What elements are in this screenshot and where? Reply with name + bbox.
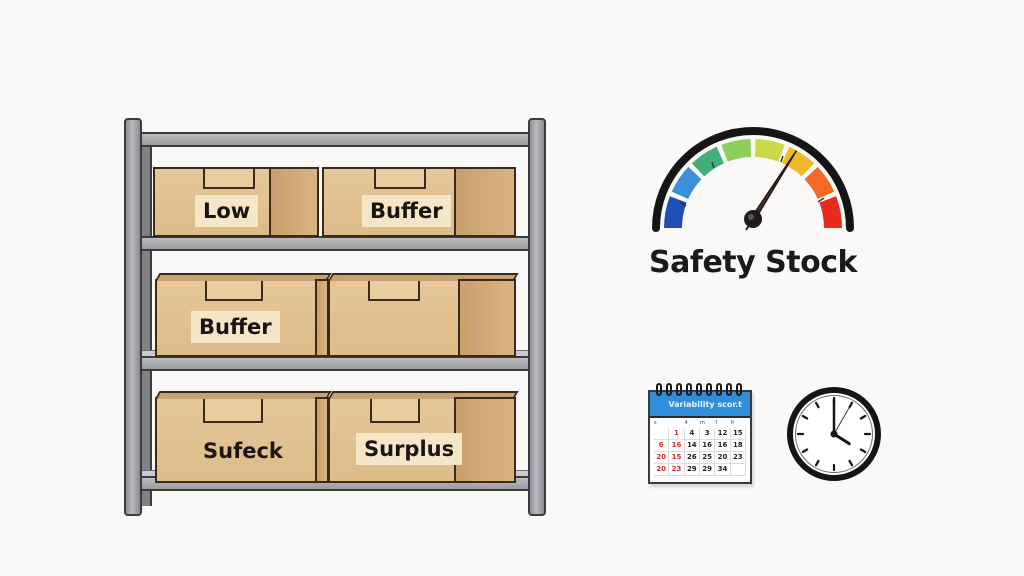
calendar-day: 4 [684,428,700,440]
calendar-day: 20 [654,464,670,476]
box-label [370,311,386,319]
shelf-rail-1 [138,236,534,251]
calendar-day: 12 [715,428,731,440]
box-handle-tab [203,169,255,189]
weekday-label: m [699,420,705,426]
spiral-ring [656,383,662,396]
weekday-label: f [715,420,718,426]
calendar-day: 16 [699,440,716,452]
gauge-segment [721,139,752,162]
calendar-day: 29 [684,464,700,476]
box-shelf1-right: Buffer [322,167,516,237]
gauge-color-segments [664,139,842,229]
shelf-post-right [528,118,546,516]
gauge-segment [819,196,842,229]
shelf-post-left [124,118,142,516]
shelf-top-rail [138,132,534,147]
weekday-label: fr [730,420,735,426]
spiral-ring [716,383,722,396]
gauge-ticks [679,155,825,207]
calendar-day: 20 [654,452,670,464]
box-handle-tab [374,169,426,189]
box-handle-tab [203,399,263,423]
box-side [269,167,319,237]
box-shelf3-right: Surplus [328,391,519,483]
box-label: Buffer [191,311,280,343]
calendar-day: 29 [699,464,716,476]
gauge-segment [781,146,815,177]
box-shelf3-left: Sufeck [155,391,332,483]
calendar-spiral-rings [656,383,742,396]
safety-stock-gauge [652,127,854,232]
clock-icon [787,387,881,481]
calendar-header: Variability scor.t [650,392,750,418]
gauge-segment [671,166,702,200]
box-label: Sufeck [203,439,283,463]
box-label: Low [195,195,259,227]
clock-second-hand [833,405,851,435]
calendar-day: 15 [730,428,746,440]
calendar-day: 14 [684,440,700,452]
calendar-day: 20 [715,452,731,464]
box-label: Surplus [356,433,463,465]
box-side [315,397,329,483]
weekday-label: s [654,420,657,426]
box-handle-tab [370,399,420,423]
gauge-segment [754,139,785,162]
shelf-rail-2 [138,356,534,371]
calendar-day: 15 [669,452,685,464]
spiral-ring [666,383,672,396]
calendar-day: 16 [669,440,685,452]
box-handle-tab [368,281,420,301]
gauge-segment [804,166,835,200]
calendar-day: 16 [715,440,731,452]
calendar-day [654,428,670,440]
calendar-day: 23 [730,452,746,464]
calendar-day: 25 [699,452,716,464]
box-side [315,279,329,357]
box-side [454,167,516,237]
calendar-day: 3 [699,428,716,440]
box-shelf1-left: Low [153,167,319,237]
spiral-ring [676,383,682,396]
box-side [454,397,516,483]
spiral-ring [726,383,732,396]
calendar-day: 1 [669,428,685,440]
box-lid [155,391,332,399]
box-handle-tab [205,281,263,301]
gauge-outer-arc [652,127,854,232]
weekday-label: 4 [684,420,688,426]
calendar-day: 34 [715,464,731,476]
calendar-weekdays: s 4 m f fr [650,418,750,428]
box-shelf2-right [328,273,519,357]
spiral-ring [706,383,712,396]
gauge-title: Safety Stock [649,245,857,280]
box-side [458,279,516,357]
box-label: Buffer [362,195,451,227]
spiral-ring [686,383,692,396]
gauge-segment [664,196,687,229]
gauge-segment [691,146,725,177]
calendar-day: 26 [684,452,700,464]
calendar-day: 6 [654,440,670,452]
spiral-ring [736,383,742,396]
weekday-label [669,420,684,428]
spiral-ring [696,383,702,396]
calendar-day: 23 [669,464,685,476]
calendar-day [730,464,746,476]
box-shelf2-left: Buffer [155,273,332,357]
box-lid [155,273,332,281]
calendar-day: 18 [730,440,746,452]
